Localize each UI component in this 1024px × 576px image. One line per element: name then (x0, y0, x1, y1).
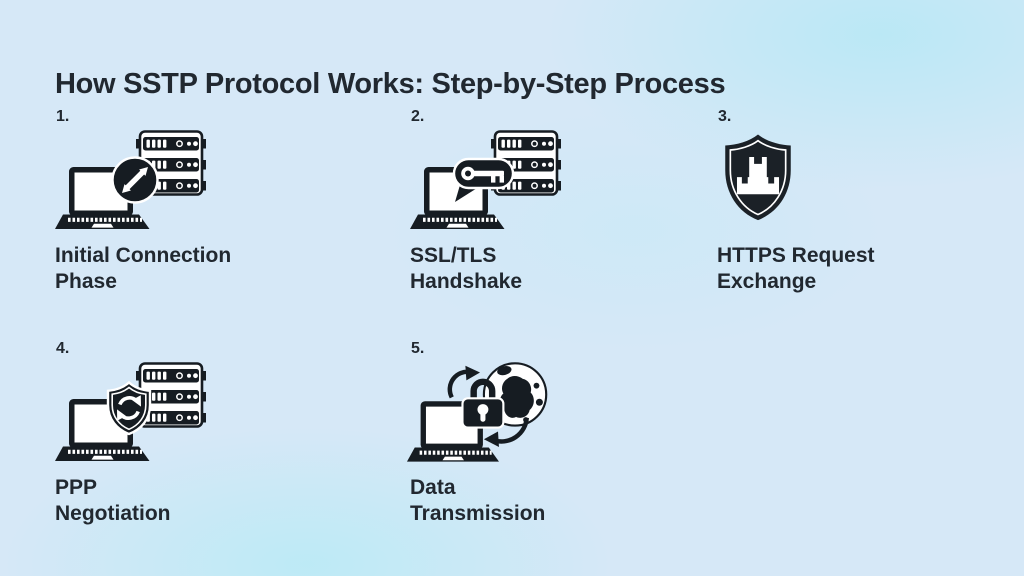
laptop-globe-lock-icon (406, 358, 554, 464)
step-initial-connection: 1. Initial Connection Phase (55, 106, 315, 336)
step-number: 1. (56, 108, 70, 125)
laptop-servers-key-bubble-icon (410, 130, 562, 230)
laptop-servers-transfer-icon (55, 130, 207, 230)
step-label: PPP Negotiation (55, 476, 171, 525)
step-data-transmission: 5. Data Transmission (410, 338, 670, 568)
step-ssl-tls-handshake: 2. SSL/TLS Handshake (410, 106, 670, 336)
step-number: 3. (718, 108, 732, 125)
step-label: Data Transmission (410, 476, 546, 525)
step-label: HTTPS Request Exchange (717, 244, 875, 293)
step-label: SSL/TLS Handshake (410, 244, 523, 293)
step-https-request-exchange: 3. HTTPS Request Exchange (717, 106, 977, 336)
page-title: How SSTP Protocol Works: Step-by-Step Pr… (55, 68, 726, 101)
step-number: 5. (411, 340, 425, 357)
step-number: 4. (56, 340, 70, 357)
step-label: Initial Connection Phase (55, 244, 232, 293)
step-number: 2. (411, 108, 425, 125)
step-ppp-negotiation: 4. PPP Negotiation (55, 338, 315, 568)
laptop-servers-shield-sync-icon (55, 362, 207, 462)
shield-castle-icon (714, 132, 802, 230)
